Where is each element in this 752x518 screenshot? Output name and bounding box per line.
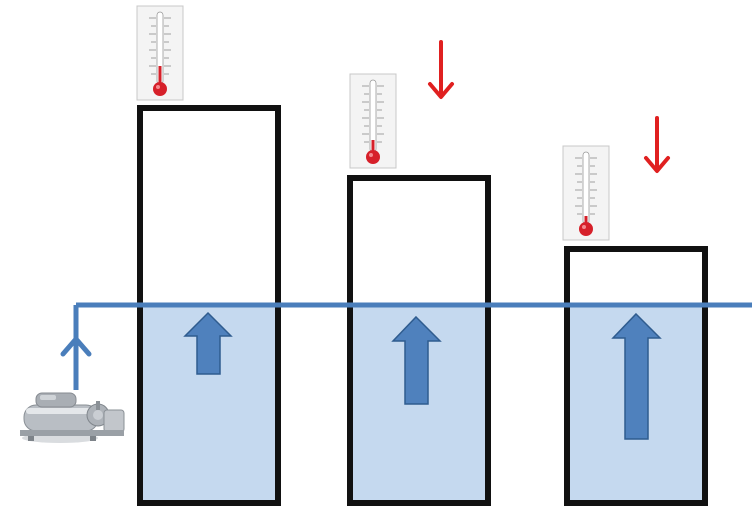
panel-3-outline — [564, 246, 708, 506]
thermometer-icon — [136, 5, 184, 101]
panel-2 — [347, 175, 491, 506]
thermometer-icon — [349, 73, 397, 169]
panel-2-outline — [347, 175, 491, 506]
down-arrow-icon — [644, 116, 670, 173]
up-arrow-icon — [391, 315, 442, 405]
flow-up-arrowhead — [60, 336, 92, 357]
down-arrow-icon — [428, 40, 454, 99]
panel-1 — [137, 105, 281, 506]
chiller-machine-icon — [20, 392, 125, 443]
thermometer-icon — [562, 145, 610, 241]
up-arrow-icon — [611, 312, 662, 440]
supply-line — [60, 302, 752, 390]
up-arrow-icon — [183, 311, 233, 375]
panel-3 — [564, 246, 708, 506]
